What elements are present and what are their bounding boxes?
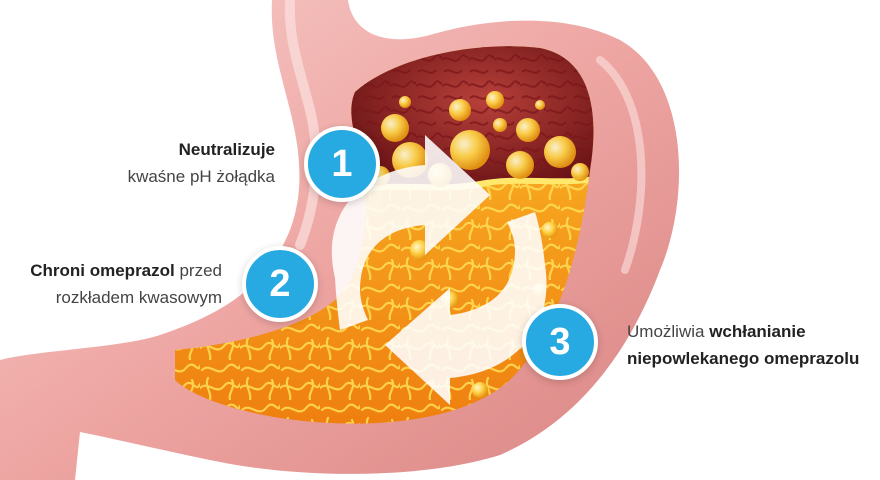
step-1-text: kwaśne pH żołądka [127,167,275,186]
step-3-text: Umożliwia [627,322,710,341]
step-3-caption: Umożliwia wchłanianie niepowlekanego ome… [627,318,877,372]
step-1-number: 1 [331,142,353,185]
step-2-text-line2: rozkładem kwasowym [55,288,222,307]
step-3-badge: 3 [522,304,598,380]
step-1-badge: 1 [304,126,380,202]
step-3-bold-line2: niepowlekanego omeprazolu [627,349,860,368]
step-3-number: 3 [549,320,571,363]
step-2-caption: Chroni omeprazol przed rozkładem kwasowy… [0,257,222,311]
step-2-badge: 2 [242,246,318,322]
step-1-caption: Neutralizuje kwaśne pH żołądka [40,136,275,190]
step-2-bold: Chroni omeprazol [30,261,175,280]
step-2-text: przed [174,261,222,280]
step-2-number: 2 [269,262,291,305]
step-1-bold: Neutralizuje [178,140,275,159]
step-3-bold: wchłanianie [709,322,806,341]
